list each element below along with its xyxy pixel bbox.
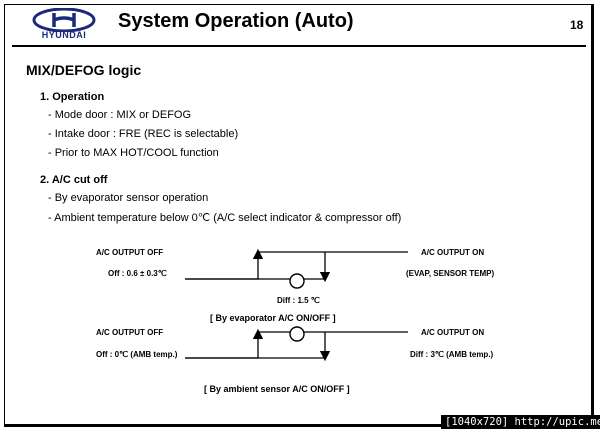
diagram2-left-label: A/C OUTPUT OFF (96, 328, 164, 337)
ac-cut-off-item: - Ambient temperature below 0℃ (A/C sele… (48, 212, 402, 224)
operation-item: - Mode door : MIX or DEFOG (48, 109, 192, 121)
diagram1-left-value: Off : 0.6 ± 0.3℃ (108, 269, 167, 278)
ac-cut-off-item: - By evaporator sensor operation (48, 192, 209, 204)
diagram2-caption: [ By ambient sensor A/C ON/OFF ] (204, 384, 350, 394)
diagram2-left-value: Off : 0℃ (AMB temp.) (96, 350, 178, 359)
diagram1-left-label: A/C OUTPUT OFF (96, 248, 164, 257)
header-divider (12, 45, 586, 47)
slide-frame (4, 4, 594, 427)
section-title: MIX/DEFOG logic (26, 62, 142, 78)
page-number: 18 (570, 18, 584, 32)
diagram1-right-label: A/C OUTPUT ON (421, 248, 485, 257)
diagram2-right-label: A/C OUTPUT ON (421, 328, 485, 337)
diagram2-right-value: Diff : 3℃ (AMB temp.) (410, 350, 494, 359)
diagram1-diff-label: Diff : 1.5 ℃ (277, 296, 320, 305)
diagram1-right-value: (EVAP, SENSOR TEMP) (406, 269, 495, 278)
operation-item: - Prior to MAX HOT/COOL function (48, 147, 219, 159)
logo-text: HYUNDAI (41, 30, 87, 40)
operation-heading: 1. Operation (40, 91, 105, 103)
ac-cut-off-heading: 2. A/C cut off (40, 174, 108, 186)
hyundai-logo-icon (32, 8, 96, 44)
page-title: System Operation (Auto) (118, 10, 354, 32)
diagram1-caption: [ By evaporator A/C ON/OFF ] (210, 313, 336, 323)
operation-item: - Intake door : FRE (REC is selectable) (48, 128, 239, 140)
watermark: [1040x720] http://upic.me/ (441, 415, 600, 429)
